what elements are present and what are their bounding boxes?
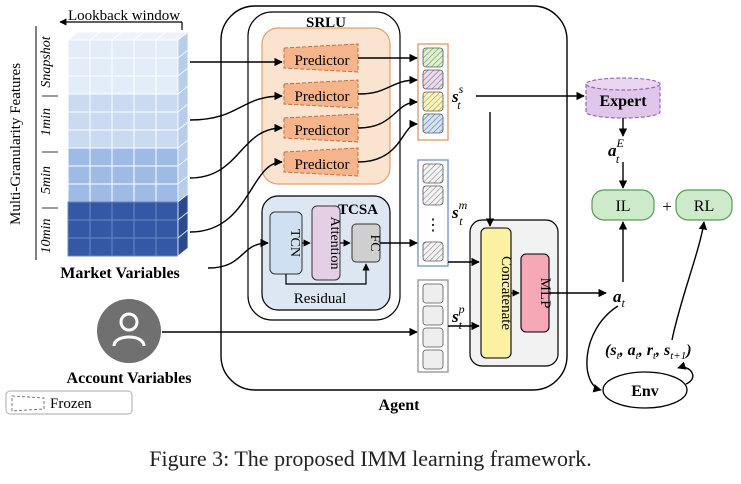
mlp-label: MLP [537, 278, 553, 309]
agent-label: Agent [379, 397, 421, 414]
predictor-2: Predictor [283, 79, 359, 109]
granularity-axis: Multi-Granularity Features Snapshot 1min… [8, 26, 58, 260]
account-avatar [97, 299, 161, 363]
attention-label: Attention [327, 217, 342, 270]
srlu-label: SRLU [306, 15, 346, 31]
predictor-label: Predictor [295, 157, 350, 173]
connection-arrows [162, 53, 708, 393]
predictor-3: Predictor [283, 113, 359, 143]
predictor-label: Predictor [295, 89, 350, 105]
tcn-label: TCN [287, 229, 302, 257]
figure-caption: Figure 3: The proposed IMM learning fram… [149, 446, 592, 471]
granularity-1min-label: 1min [39, 108, 54, 136]
frozen-legend-label: Frozen [50, 396, 92, 412]
il-node [591, 189, 655, 221]
residual-label: Residual [294, 291, 347, 307]
predictor-label: Predictor [295, 53, 350, 69]
granularity-5min-label: 5min [39, 166, 54, 194]
expert-label: Expert [599, 93, 647, 110]
env-label: Env [631, 383, 659, 400]
transition-tuple: (st, at, rt, st+1) [605, 342, 692, 362]
tcsa-label: TCSA [338, 202, 378, 218]
il-label: IL [615, 198, 630, 215]
multi-granularity-label: Multi-Granularity Features [8, 63, 24, 225]
concatenate-label: Concatenate [498, 256, 514, 330]
fc-label: FC [367, 234, 382, 251]
rl-node [675, 189, 733, 221]
predictor-1: Predictor [283, 43, 359, 73]
lookback-axis: Lookback window [59, 8, 183, 30]
plus-sign: + [662, 197, 672, 216]
granularity-10min-label: 10min [39, 219, 54, 254]
account-variables-label: Account Variables [67, 370, 192, 387]
lookback-window-label: Lookback window [68, 8, 180, 24]
predictor-label: Predictor [295, 123, 350, 139]
rl-label: RL [694, 198, 714, 215]
feature-cube [66, 31, 190, 257]
state-m-ellipsis: ⋮ [425, 217, 441, 234]
frozen-legend: Frozen [5, 390, 133, 415]
env-node [602, 371, 688, 409]
granularity-snapshot-label: Snapshot [39, 35, 54, 87]
person-icon [112, 312, 146, 347]
expert-node: Expert [585, 77, 661, 119]
action-symbol: at [613, 287, 626, 310]
market-variables-label: Market Variables [60, 265, 180, 282]
predictor-4: Predictor [283, 147, 359, 177]
